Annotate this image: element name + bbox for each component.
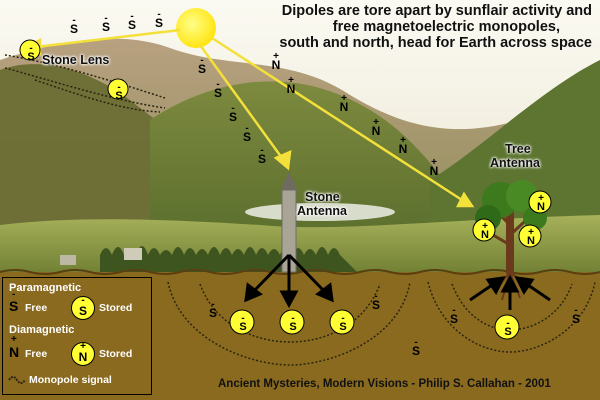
free-south-monopole: -S: [449, 305, 458, 326]
free-north-monopole: +N: [429, 157, 439, 178]
monopole-signal-soil-4: [451, 283, 573, 331]
tree-trunk: [506, 210, 514, 274]
arrow-tower-down-right: [287, 253, 327, 294]
free-south-monopole: -S: [101, 13, 110, 34]
house: [124, 248, 142, 260]
legend-stored-north-ball: + N: [71, 341, 95, 366]
legend-paramagnetic: Paramagnetic: [9, 282, 82, 294]
free-south-monopole: -S: [371, 291, 380, 312]
free-south-monopole: -S: [127, 11, 136, 32]
sun: [176, 8, 216, 48]
tree-antenna-label-1: Tree: [505, 142, 531, 156]
free-south-monopole: -S: [242, 123, 251, 144]
soil-edge: [0, 269, 600, 275]
legend-free-north-symbol: + N: [9, 334, 20, 360]
stored-south-monopole: -S: [27, 43, 35, 63]
arrow-to-stone-lens: [35, 28, 181, 49]
tower-cap: [281, 172, 297, 190]
stone-antenna-label-1: Stone: [305, 190, 340, 204]
credit-line: Ancient Mysteries, Modern Visions - Phil…: [218, 378, 551, 390]
arrowhead: [455, 191, 475, 208]
legend-stored-label-2: Stored: [99, 348, 133, 360]
stored-north-monopole: +N: [527, 227, 535, 247]
free-south-monopole: -S: [228, 103, 237, 124]
free-south-monopole: -S: [257, 145, 266, 166]
arrow-to-stone-antenna: [198, 44, 284, 159]
monopole-signal-lens-2: [4, 67, 166, 109]
title-line-3: south and north, head for Earth across s…: [279, 35, 592, 51]
stored-south-monopole: -S: [239, 313, 247, 333]
free-south-monopole: -S: [154, 9, 163, 30]
legend-monopole-signal: Monopole signal: [29, 374, 112, 386]
free-north-monopole: +N: [286, 75, 296, 96]
stored-north-monopole: +N: [537, 193, 545, 213]
arrow-tower-down: [279, 290, 299, 309]
stored-south-monopole: -S: [504, 318, 512, 338]
free-north-monopole: +N: [339, 93, 349, 114]
stored-monopoles: [19, 39, 552, 340]
legend-stored-south-ball: - S: [71, 295, 95, 320]
monopole-signal-soil-2: [199, 283, 381, 343]
stored-north-monopole: +N: [481, 221, 489, 241]
arrow-tower-down-left: [251, 253, 291, 294]
legend-free-label-1: Free: [25, 302, 48, 314]
free-south-monopole: -S: [571, 305, 580, 326]
legend-free-south-symbol: - S: [9, 289, 19, 314]
free-south-monopole: -S: [208, 299, 217, 320]
free-south-monopole: -S: [213, 79, 222, 100]
title-line-1: Dipoles are tore apart by sunflair activ…: [281, 3, 592, 19]
monopole-signal-soil-1: [167, 281, 411, 366]
legend: Paramagnetic - S Free - S Stored Diamagn…: [2, 277, 152, 395]
stored-south-monopole: -S: [339, 313, 347, 333]
legend-stored-label-1: Stored: [99, 302, 133, 314]
monopole-signal-lens-1: [4, 54, 166, 99]
arrow-to-tree-antenna: [211, 36, 463, 202]
legend-signal-icon: [8, 376, 26, 384]
house: [60, 255, 76, 265]
free-south-monopole: -S: [69, 15, 78, 36]
arrowhead: [273, 149, 292, 171]
stored-south-monopole: -S: [289, 313, 297, 333]
free-north-monopole: +N: [398, 135, 408, 156]
stone-antenna-label-2: Antenna: [297, 204, 347, 218]
free-north-monopole: +N: [271, 51, 281, 72]
stored-south-monopole: -S: [115, 82, 123, 102]
monopole-signal-soil-3: [427, 281, 596, 353]
stone-lens-label: Stone Lens: [42, 53, 110, 67]
legend-free-label-2: Free: [25, 348, 48, 360]
free-south-monopole: -S: [197, 55, 206, 76]
free-south-monopole: -S: [411, 337, 420, 358]
tree-antenna-label-2: Antenna: [490, 156, 540, 170]
free-north-monopole: +N: [371, 117, 381, 138]
monopole-signal-lens-3: [34, 79, 161, 113]
title-line-2: free magnetoelectric monopoles,: [332, 19, 560, 35]
legend-diamagnetic: Diamagnetic: [9, 324, 75, 336]
